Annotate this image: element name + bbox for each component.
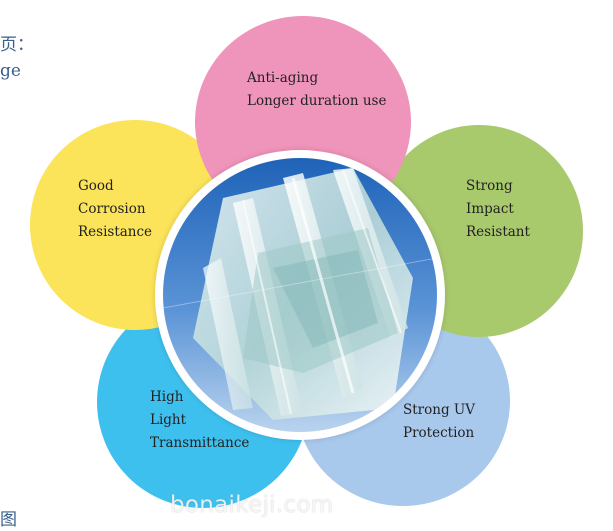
label-corrosion-2: Corrosion xyxy=(78,201,146,217)
watermark: bonaikeji.com xyxy=(170,492,334,518)
label-light-2: Light xyxy=(150,412,187,428)
label-anti-aging-1: Anti-aging xyxy=(247,70,319,86)
label-impact-1: Strong xyxy=(466,178,513,194)
label-corrosion-3: Resistance xyxy=(78,224,153,240)
edge-text-2: ge xyxy=(0,61,21,81)
label-uv-1: Strong UV xyxy=(403,402,476,418)
edge-text-1: 页： xyxy=(0,35,34,55)
label-light-3: Transmittance xyxy=(150,435,250,451)
label-uv-2: Protection xyxy=(403,425,475,441)
label-light-1: High xyxy=(150,389,184,405)
edge-text-3: 图 xyxy=(0,510,17,530)
label-impact-3: Resistant xyxy=(466,224,530,240)
label-corrosion-1: Good xyxy=(78,178,114,194)
frp-sheet-image xyxy=(163,158,437,432)
label-anti-aging-2: Longer duration use xyxy=(247,93,387,109)
label-impact-2: Impact xyxy=(466,201,514,217)
product-photo xyxy=(163,158,437,432)
